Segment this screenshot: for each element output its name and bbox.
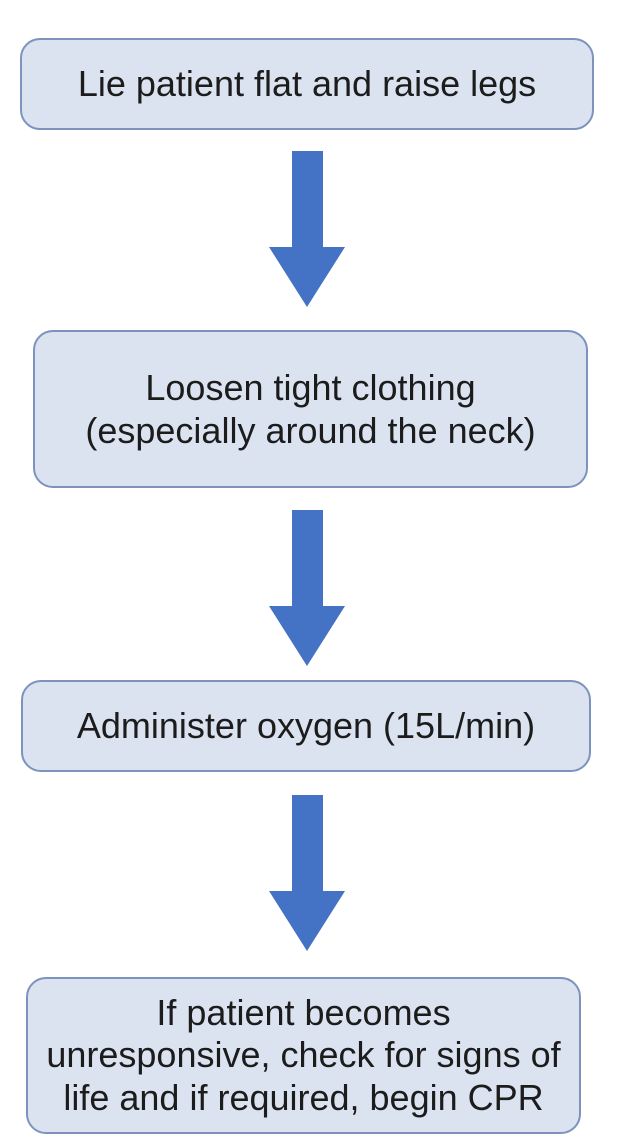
step-box-lie-flat: Lie patient flat and raise legs xyxy=(20,38,594,130)
step-text: life and if required, begin CPR xyxy=(63,1076,544,1118)
down-arrow-icon xyxy=(269,510,345,666)
down-arrow-icon xyxy=(269,151,345,307)
step-box-administer-oxygen: Administer oxygen (15L/min) xyxy=(21,680,591,772)
step-text: If patient becomes xyxy=(156,992,451,1034)
step-text: unresponsive, check for signs of xyxy=(46,1034,561,1076)
down-arrow-icon xyxy=(269,795,345,951)
step-text: Loosen tight clothing xyxy=(145,366,476,408)
down-arrow-shape xyxy=(269,151,345,307)
step-text: Administer oxygen (15L/min) xyxy=(76,705,536,747)
step-box-loosen-clothing: Loosen tight clothing (especially around… xyxy=(33,330,588,488)
step-text: (especially around the neck) xyxy=(85,410,536,451)
down-arrow-shape xyxy=(269,795,345,951)
down-arrow-shape xyxy=(269,510,345,666)
step-box-cpr: If patient becomes unresponsive, check f… xyxy=(26,977,581,1134)
step-text: Lie patient flat and raise legs xyxy=(77,63,537,105)
